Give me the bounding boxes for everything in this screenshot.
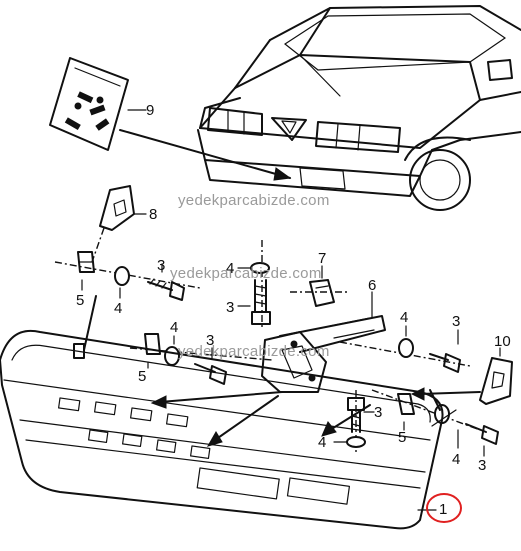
highlight-circle: [426, 493, 462, 523]
callout-4-left: 4: [114, 300, 122, 317]
arrow-bumper-right: [429, 389, 441, 411]
callout-4-middle-left: 4: [170, 319, 178, 336]
callout-10: 10: [494, 333, 511, 350]
callout-3-right-upper: 3: [452, 313, 460, 330]
arrow-bracket-left: [159, 391, 283, 403]
fastener-group-middle-upper: [237, 240, 271, 330]
callout-3-left: 3: [157, 257, 165, 274]
callout-9: 9: [146, 102, 154, 119]
watermark-text-3: yedekparcabizde.com: [178, 343, 330, 360]
arrow-head-4: [321, 421, 337, 437]
arrow-bracket-down: [214, 395, 279, 441]
callout-4-upper-middle: 4: [226, 260, 234, 277]
fastener-group-right-upper: [339, 325, 471, 373]
part-9-fastener-kit: [49, 57, 147, 151]
arrow-bolt-down: [329, 404, 371, 431]
callout-5-middle-left: 5: [138, 368, 146, 385]
callout-4-right-lower: 4: [452, 451, 460, 468]
callout-5-right-lower: 5: [398, 429, 406, 446]
part-8-side-bracket: [91, 185, 147, 263]
callout-4-center-lower: 4: [318, 434, 326, 451]
callout-3-upper-middle: 3: [226, 299, 234, 316]
callout-6: 6: [368, 277, 376, 294]
callout-5-left: 5: [76, 292, 84, 309]
watermark-text-2: yedekparcabizde.com: [170, 265, 322, 282]
arrow-head-1: [273, 167, 292, 181]
watermark-text-1: yedekparcabizde.com: [178, 192, 330, 209]
callout-3-center-lower: 3: [374, 404, 382, 421]
callout-8: 8: [149, 206, 157, 223]
callout-4-right-upper: 4: [400, 309, 408, 326]
arrow-head-3: [206, 431, 223, 447]
arrow-car-to-bumper: [119, 129, 291, 179]
callout-3-right-lower: 3: [478, 457, 486, 474]
car-illustration: [197, 5, 521, 211]
callout-3-middle-left: 3: [206, 332, 214, 349]
part-10-side-bracket: [410, 347, 513, 405]
callout-7: 7: [318, 250, 326, 267]
fastener-group-left: [54, 251, 201, 301]
callout-1: 1: [439, 501, 447, 518]
fastener-group-center-lower: [333, 390, 375, 452]
part-7-clip: [290, 265, 350, 307]
part-1-front-bumper: [0, 295, 457, 530]
part-6-mounting-bracket: [261, 291, 386, 393]
